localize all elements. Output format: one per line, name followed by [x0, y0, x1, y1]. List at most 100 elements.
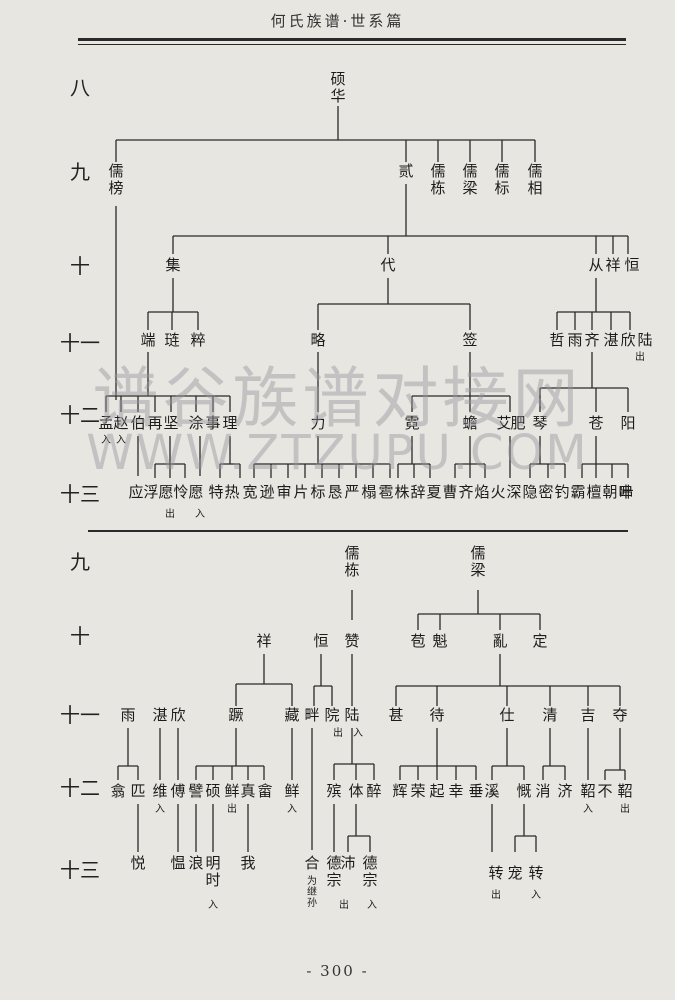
person-name: 鞀 [617, 782, 632, 800]
person-name: 粹 [190, 331, 205, 349]
lineage-note: 出 [333, 726, 343, 739]
person-name: 济 [557, 782, 572, 800]
person-name: 梁 [462, 179, 477, 197]
lineage-note: 出 [339, 898, 349, 911]
header-rule-thick [78, 38, 626, 41]
lineage-note: 出 [491, 888, 501, 901]
generation-label: 十一 [60, 331, 100, 355]
person-name: 清 [542, 706, 557, 724]
lineage-note: 出 [227, 802, 237, 815]
person-name: 真 [240, 782, 255, 800]
person-name: 譬 [188, 782, 203, 800]
person-name: 辞 [410, 483, 425, 501]
person-name: 栋 [344, 561, 359, 579]
lineage-note: 入 [287, 804, 297, 815]
person-name: 醉 [366, 782, 381, 800]
lineage-note: 入 [367, 900, 377, 911]
person-name: 伯 [130, 414, 145, 432]
generation-label: 八 [70, 76, 90, 100]
generation-label: 十三 [60, 858, 100, 882]
person-name: 事 [205, 414, 220, 432]
person-name: 吉 [580, 706, 595, 724]
person-name: 集 [165, 256, 180, 274]
person-name: 理 [222, 414, 237, 432]
lineage-note: 入 [583, 804, 593, 815]
person-name: 霸 [570, 483, 585, 501]
person-name: 转 [528, 864, 543, 882]
person-name: 宗 [326, 871, 341, 889]
person-name: 齐 [584, 331, 599, 349]
person-name: 审 [276, 483, 291, 501]
person-name: 榻 [361, 483, 376, 501]
person-name: 祥 [256, 632, 271, 650]
person-name: 陆 [637, 331, 652, 349]
person-name: 仕 [499, 706, 514, 724]
person-name: 华 [330, 87, 345, 105]
generation-label: 十三 [60, 482, 100, 506]
lineage-note: 入 [531, 890, 541, 901]
person-name: 阳 [620, 414, 635, 432]
generation-label: 九 [70, 550, 90, 574]
person-name: 祥 [605, 256, 620, 274]
person-name: 贰 [398, 162, 413, 180]
person-name: 浪 [188, 854, 203, 872]
person-name: 恒 [313, 632, 328, 650]
person-name: 维 [152, 782, 167, 800]
lineage-note: 继 [307, 885, 317, 898]
lineage-note: 入 [116, 435, 126, 446]
person-name: 略 [310, 331, 325, 349]
person-name: 严 [344, 483, 359, 501]
lineage-note: 出 [620, 802, 630, 815]
generation-label: 十 [70, 624, 90, 648]
person-name: 欣 [620, 331, 635, 349]
person-name: 德 [326, 854, 341, 872]
person-name: 体 [348, 782, 363, 800]
lineage-note: 入 [195, 509, 205, 520]
person-name: 浮 [143, 483, 158, 501]
person-name: 从 [588, 256, 603, 274]
person-name: 我 [240, 854, 255, 872]
page-number: - 300 - [306, 962, 369, 980]
person-name: 院 [324, 706, 339, 724]
person-name: 蟾 [462, 414, 477, 432]
person-name: 标 [494, 179, 509, 197]
person-name: 坚 [163, 414, 178, 432]
person-name: 魁 [432, 632, 447, 650]
person-name: 陆 [344, 706, 359, 724]
person-name: 儒 [430, 162, 445, 180]
person-name: 不 [597, 782, 612, 800]
header-rule-thin [78, 44, 626, 45]
person-name: 愠 [170, 854, 185, 872]
lineage-note: 入 [101, 435, 111, 446]
person-name: 隐 [522, 483, 537, 501]
person-name: 深 [506, 483, 521, 501]
person-name: 辉 [392, 782, 407, 800]
person-name: 儒 [527, 162, 542, 180]
person-name: 叶 [618, 483, 633, 501]
person-name: 密 [538, 483, 553, 501]
person-name: 硕 [205, 782, 220, 800]
person-name: 明 [205, 854, 220, 872]
person-name: 欣 [170, 706, 185, 724]
person-name: 儒 [344, 544, 359, 562]
person-name: 儒 [470, 544, 485, 562]
person-name: 儒 [494, 162, 509, 180]
person-name: 匹 [130, 782, 145, 800]
person-name: 亂 [492, 632, 507, 650]
person-name: 愿 [188, 483, 203, 501]
person-name: 宽 [242, 483, 257, 501]
person-name: 栋 [430, 179, 445, 197]
generation-label: 十 [70, 254, 90, 278]
generation-label: 九 [70, 160, 90, 184]
person-name: 檀 [586, 483, 601, 501]
person-name: 梁 [470, 561, 485, 579]
person-name: 荣 [410, 782, 425, 800]
lineage-note: 入 [208, 900, 218, 911]
person-name: 相 [527, 179, 542, 197]
person-name: 片 [293, 483, 308, 501]
person-name: 转 [488, 864, 503, 882]
person-name: 藏 [284, 706, 299, 724]
page-header-title: 何氏族谱·世系篇 [270, 12, 405, 30]
person-name: 儒 [108, 162, 123, 180]
person-name: 起 [429, 782, 444, 800]
